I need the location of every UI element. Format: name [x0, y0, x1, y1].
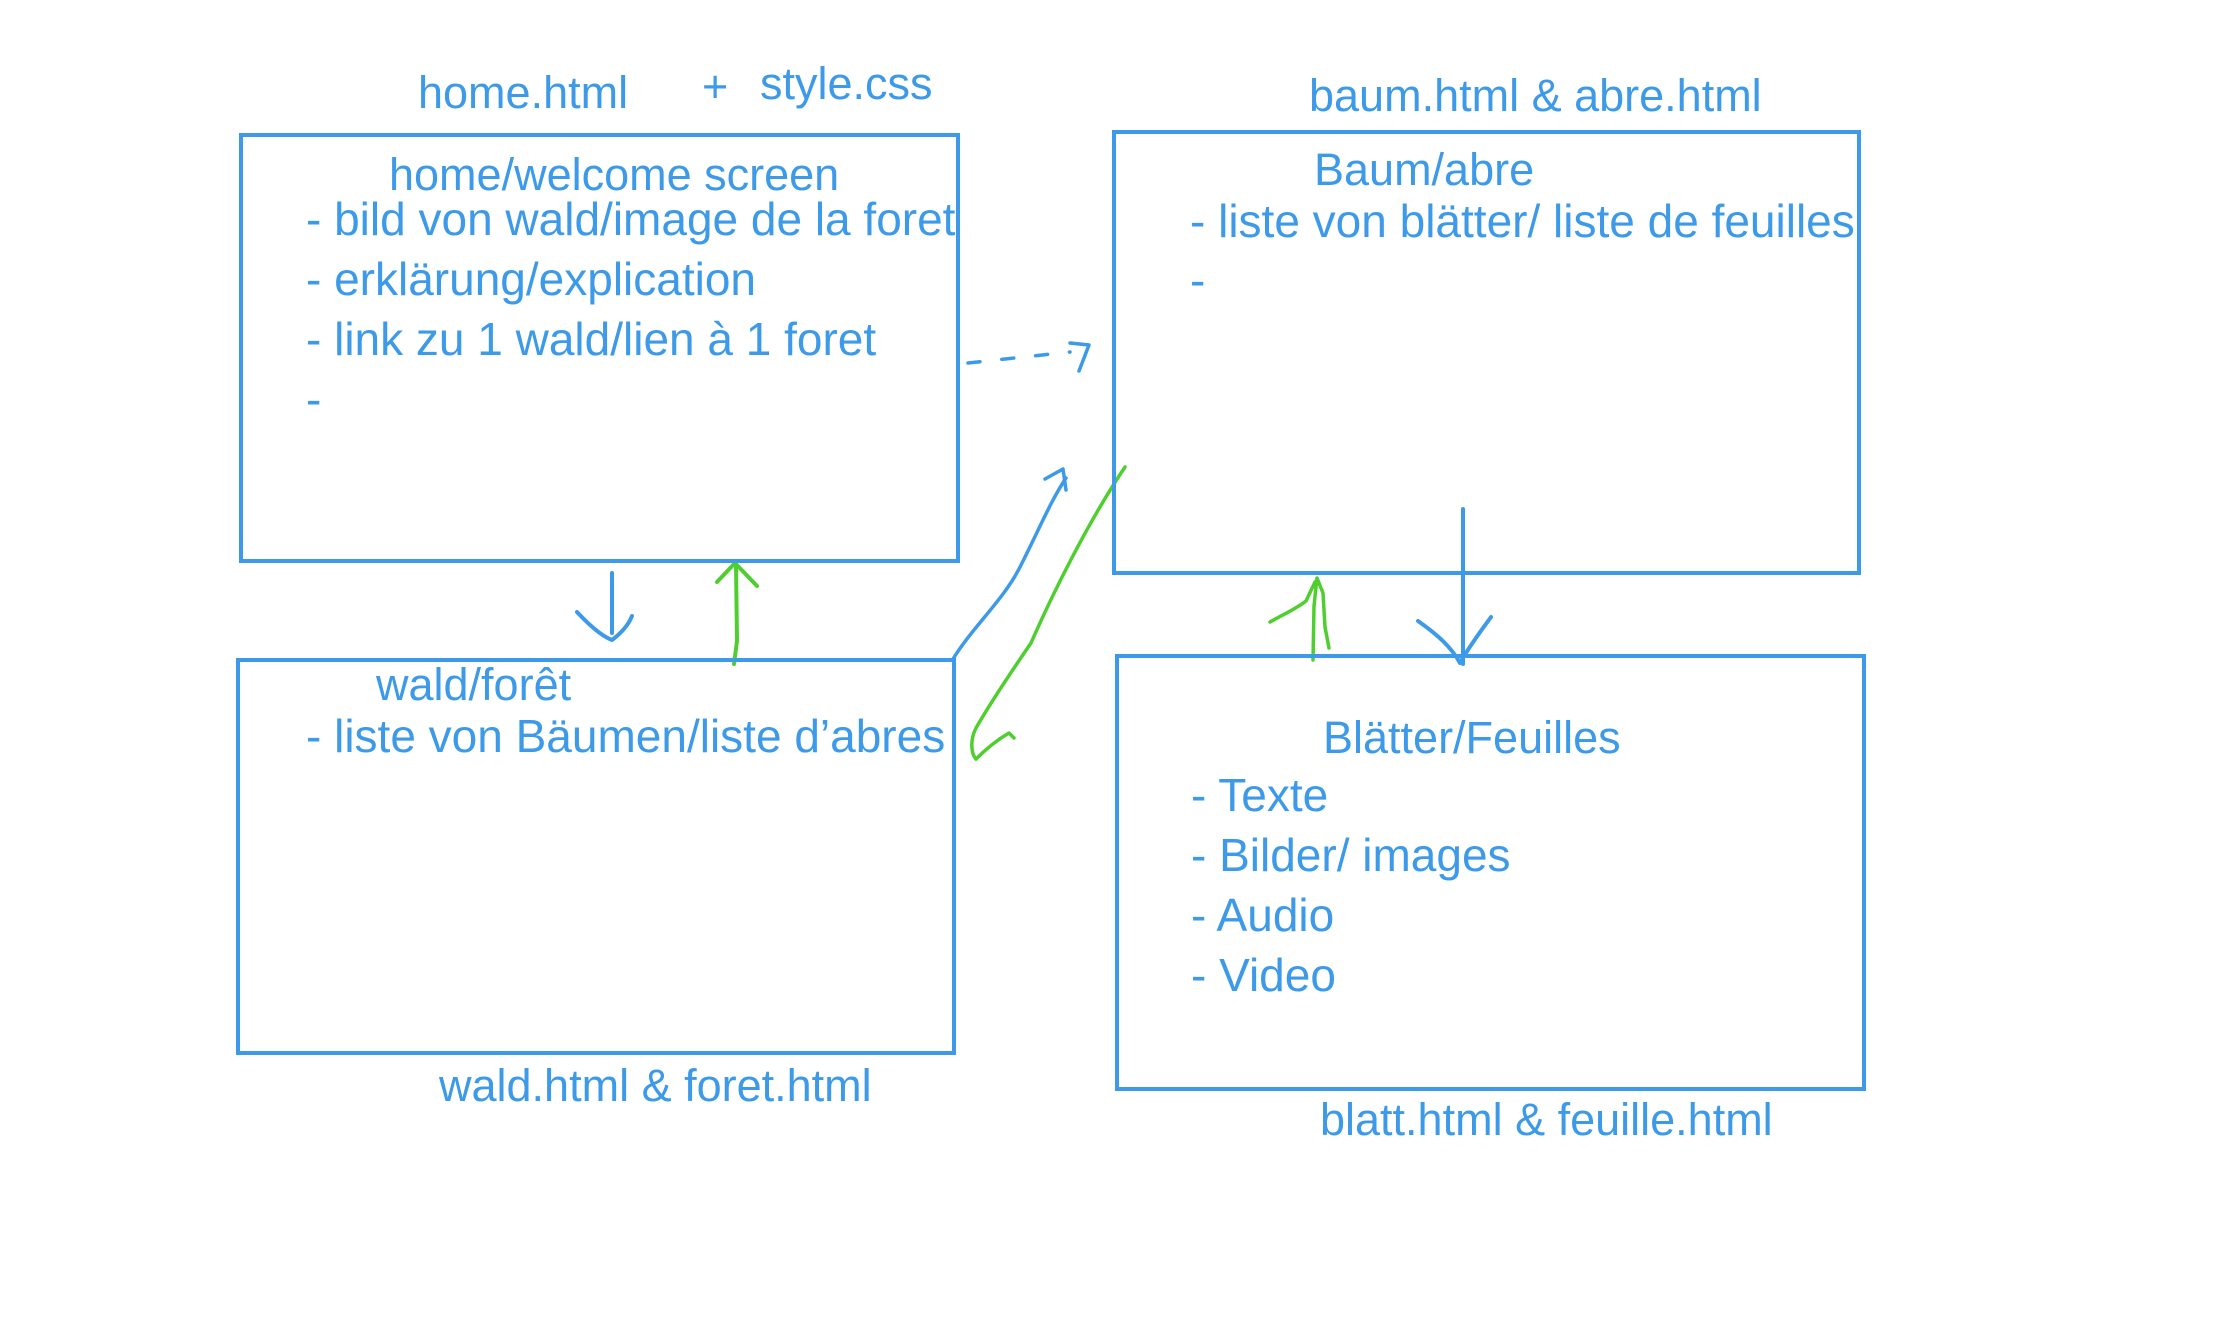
arrow-shaft [970, 465, 1127, 761]
connector-home-to-baum [966, 341, 1091, 373]
file-label-wald: wald.html & foret.html [439, 1060, 872, 1111]
screen-title-baum: Baum/abre [1314, 144, 1535, 195]
blatt-item-images: - Bilder/ images [1191, 829, 1511, 881]
screen-title-home: home/welcome screen [389, 149, 840, 200]
arrowhead [575, 610, 634, 642]
blatt-item-text: - Texte [1191, 769, 1329, 821]
blatt-item-video: - Video [1191, 949, 1336, 1001]
arrowhead [974, 731, 1016, 761]
file-label-baum: baum.html & abre.html [1309, 70, 1762, 121]
connector-baum-to-wald [970, 465, 1127, 761]
file-label-home: home.html [418, 67, 629, 118]
file-label-blatt: blatt.html & feuille.html [1320, 1094, 1773, 1145]
screen-title-wald: wald/forêt [376, 659, 572, 710]
dashed-link-line [966, 350, 1072, 365]
plus-sign: + [702, 61, 729, 112]
arrowhead [1416, 615, 1493, 665]
home-item-image: - bild von wald/image de la foret [306, 193, 956, 245]
arrowhead [1068, 341, 1091, 373]
arrowhead [1268, 580, 1317, 624]
connector-wald-to-baum [951, 467, 1068, 661]
baum-item-empty: - [1190, 254, 1206, 306]
blatt-item-audio: - Audio [1191, 889, 1335, 941]
connector-home-to-wald [575, 571, 634, 642]
connector-blatt-to-baum [1268, 576, 1331, 662]
wald-item-tree-list: - liste von Bäumen/liste d’abres [306, 710, 946, 762]
file-label-style: style.css [760, 58, 933, 109]
screen-title-blatt: Blätter/Feuilles [1323, 712, 1621, 763]
screen-box-baum [1112, 130, 1861, 575]
screen-box-wald [236, 658, 956, 1055]
home-item-link: - link zu 1 wald/lien à 1 foret [306, 313, 877, 365]
screen-box-blatt [1115, 654, 1866, 1091]
home-item-explanation: - erklärung/explication [306, 253, 757, 305]
arrow-shaft [1311, 576, 1331, 662]
screen-box-home [239, 133, 960, 563]
arrow-shaft [732, 563, 739, 666]
arrowhead [715, 561, 759, 588]
connector-wald-to-home [715, 561, 759, 666]
home-item-empty: - [306, 373, 322, 425]
arrowhead [1043, 467, 1068, 492]
connector-baum-to-blatt [1416, 507, 1493, 666]
arrow-shaft [951, 476, 1068, 661]
baum-item-leaf-list: - liste von blätter/ liste de feuilles [1190, 195, 1855, 247]
